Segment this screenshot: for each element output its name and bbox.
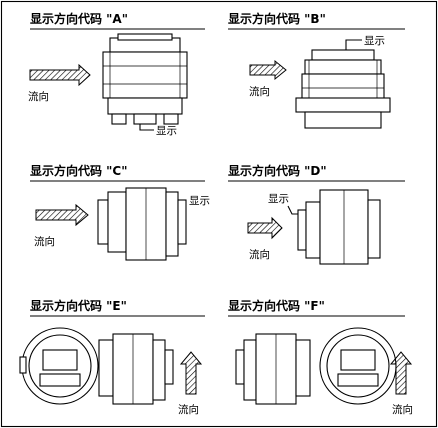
display-label-b: 显示 [364, 35, 385, 47]
transmitter-a [102, 33, 188, 125]
panel-d: 显示方向代码 "D" 显示 流向 [228, 163, 405, 265]
panel-e: 显示方向代码 "E" 流向 [19, 298, 205, 416]
panel-title-b: 显示方向代码 "B" [228, 11, 326, 26]
display-label-a: 显示 [156, 125, 177, 137]
flow-label-f: 流向 [392, 403, 413, 416]
panel-title-e: 显示方向代码 "E" [30, 298, 127, 313]
transmitter-b [295, 49, 391, 129]
panel-c: 显示方向代码 "C" 流向 显示 [30, 163, 210, 261]
display-label-c: 显示 [189, 195, 210, 207]
flow-arrow-e [179, 351, 203, 395]
panel-f: 显示方向代码 "F" 流向 [228, 298, 413, 416]
flow-arrow-d [247, 216, 283, 240]
panel-a: 显示方向代码 "A" 流向 显示 [28, 11, 205, 137]
panel-title-a: 显示方向代码 "A" [30, 11, 128, 26]
flow-label-d: 流向 [249, 248, 270, 261]
display-leader-b [345, 39, 362, 50]
flow-arrow-a [29, 63, 91, 87]
transmitter-f [235, 327, 397, 405]
flow-label-b: 流向 [249, 85, 270, 98]
flow-arrow-c [35, 203, 89, 227]
flow-arrow-b [249, 59, 287, 81]
flow-arrow-f [389, 351, 413, 395]
flow-label-c: 流向 [34, 235, 55, 248]
display-label-d: 显示 [268, 193, 289, 205]
display-leader-d [287, 205, 298, 215]
transmitter-e [19, 327, 174, 405]
flow-label-a: 流向 [28, 90, 49, 103]
flow-label-e: 流向 [178, 403, 199, 416]
panel-title-d: 显示方向代码 "D" [228, 163, 327, 178]
panel-b: 显示方向代码 "B" 显示 流向 [228, 11, 405, 129]
display-leader-a [139, 124, 154, 131]
panel-title-c: 显示方向代码 "C" [30, 163, 128, 178]
transmitter-c [97, 187, 187, 261]
transmitter-d [297, 189, 381, 265]
panel-title-f: 显示方向代码 "F" [228, 298, 325, 313]
